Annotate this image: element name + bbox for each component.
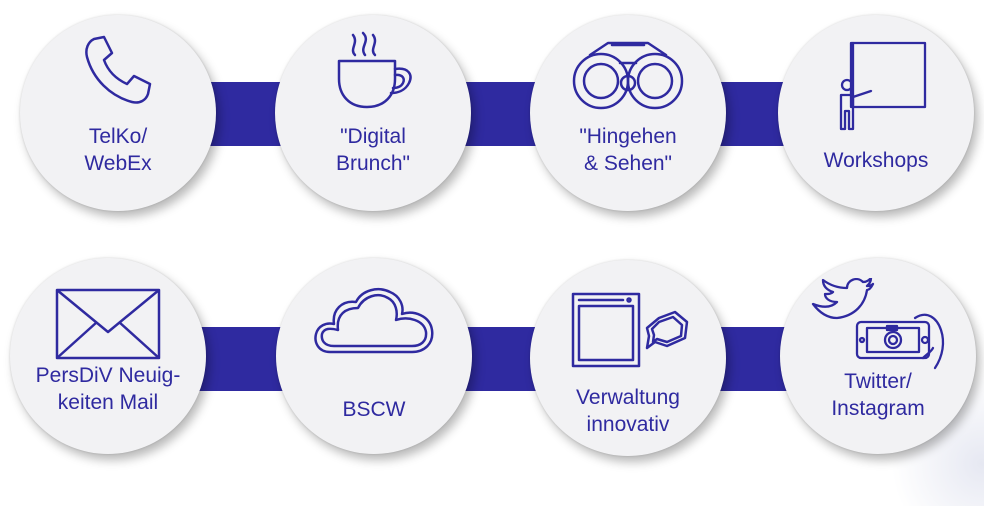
node-bscw: BSCW (276, 258, 472, 454)
node-digital-brunch: "Digital Brunch" (275, 15, 471, 211)
envelope-icon (53, 286, 163, 362)
presenter-board-icon (823, 39, 929, 133)
node-twitter-instagram: Twitter/ Instagram (780, 258, 976, 454)
twitter-camera-icon (803, 278, 953, 370)
coffee-cup-icon (325, 31, 421, 111)
phone-icon (80, 33, 156, 109)
node-telko: TelKo/ WebEx (20, 15, 216, 211)
node-label: "Digital Brunch" (336, 125, 410, 175)
node-label: BSCW (342, 398, 406, 421)
cloud-icon (312, 284, 436, 356)
node-verwaltung-innovativ: Verwaltung innovativ (530, 260, 726, 456)
window-chat-icon (563, 290, 693, 370)
binoculars-icon (568, 33, 688, 113)
node-label: Twitter/ Instagram (831, 370, 925, 420)
node-hingehen-sehen: "Hingehen & Sehen" (530, 15, 726, 211)
node-label: PersDiV Neuig- keiten Mail (35, 364, 181, 414)
node-workshops: Workshops (778, 15, 974, 211)
node-label: TelKo/ WebEx (84, 125, 152, 175)
node-label: Verwaltung innovativ (576, 386, 680, 436)
node-persdiv-mail: PersDiV Neuig- keiten Mail (10, 258, 206, 454)
node-label: "Hingehen & Sehen" (579, 125, 677, 175)
node-label: Workshops (823, 149, 929, 172)
